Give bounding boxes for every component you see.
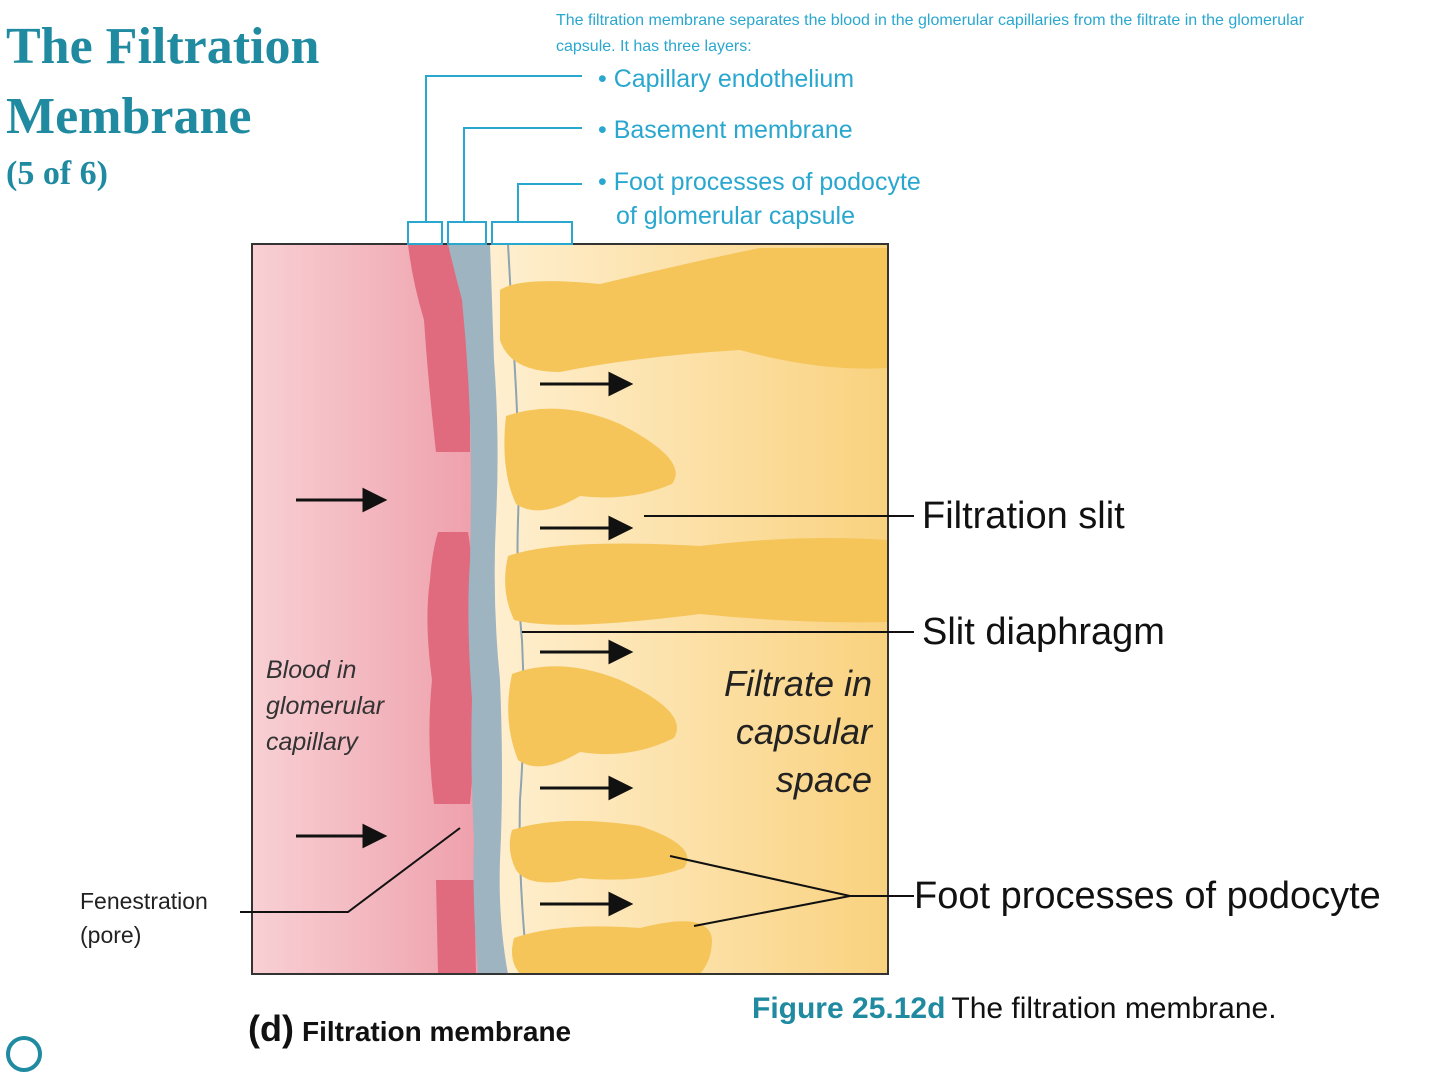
title-subtitle: (5 of 6) <box>6 155 108 192</box>
fenestration-line: (pore) <box>80 922 142 948</box>
blood-label-line: capillary <box>266 728 358 756</box>
label-foot-processes: • Foot processes of podocyte <box>598 168 921 196</box>
leader-foot-processes-callout-2 <box>693 895 851 927</box>
publisher-logo-icon <box>6 1036 42 1072</box>
blood-label-line: glomerular <box>266 692 385 720</box>
leader-foot-processes <box>517 183 582 222</box>
fenestration-line: Fenestration <box>80 888 208 914</box>
panel-name: Filtration membrane <box>301 1016 572 1047</box>
flow-arrows <box>296 371 634 917</box>
foot-process <box>500 248 888 372</box>
foot-process <box>508 666 677 767</box>
leader-endothelium <box>425 75 582 222</box>
callout-slit-diaphragm: Slit diaphragm <box>922 611 1165 653</box>
blood-label: Blood in glomerular capillary <box>266 652 384 760</box>
blood-label-line: Blood in <box>266 656 357 684</box>
panel-letter: (d) <box>248 1008 294 1049</box>
label-capillary-endothelium: • Capillary endothelium <box>598 65 855 93</box>
fenestration-label: Fenestration (pore) <box>80 884 208 952</box>
bracket-basement <box>447 221 487 245</box>
foot-process <box>504 408 676 511</box>
title-line-2: Membrane <box>6 88 252 145</box>
leader-basement <box>463 127 582 222</box>
endothelium-segment <box>408 244 471 452</box>
bracket-foot-processes <box>491 221 573 245</box>
panel-label: (d)Filtration membrane <box>248 1008 571 1050</box>
intro-text: The filtration membrane separates the bl… <box>556 12 1304 55</box>
label-foot-processes-cont: of glomerular capsule <box>616 202 856 230</box>
callout-foot-processes: Foot processes of podocyte <box>914 875 1381 917</box>
foot-process <box>512 921 712 974</box>
label-basement-membrane: • Basement membrane <box>598 116 853 144</box>
endothelium-segment <box>436 880 476 974</box>
figure-number: Figure 25.12d <box>752 992 946 1025</box>
callout-filtration-slit: Filtration slit <box>922 495 1125 537</box>
leader-fenestration <box>240 827 461 913</box>
bracket-endothelium <box>407 221 443 245</box>
foot-process <box>505 538 888 625</box>
filtrate-label-line: Filtrate in <box>723 663 872 704</box>
endothelium-segment <box>427 532 475 804</box>
foot-process <box>509 820 688 883</box>
filtrate-label: Filtrate in capsular space <box>724 660 872 804</box>
filtrate-label-line: space <box>775 759 872 800</box>
filtrate-label-line: capsular <box>735 711 872 752</box>
page-title: The Filtration Membrane (5 of 6) <box>6 12 319 196</box>
figure-caption-text: The filtration membrane. <box>951 992 1277 1025</box>
title-line-1: The Filtration <box>6 18 320 75</box>
basement-membrane <box>448 244 508 974</box>
